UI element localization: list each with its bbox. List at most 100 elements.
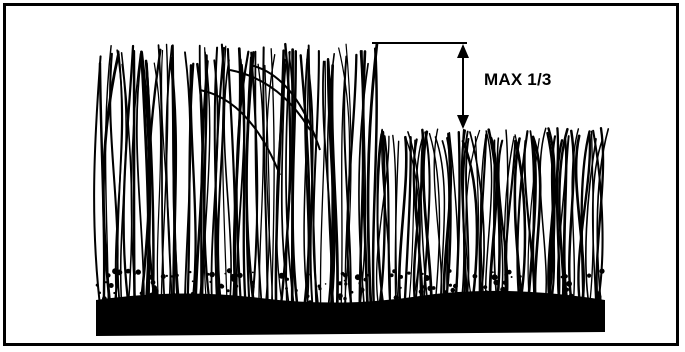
soil-speck <box>224 273 226 275</box>
soil-speck <box>126 269 131 274</box>
grass-blade <box>154 63 160 318</box>
soil-speck <box>252 272 254 274</box>
soil-speck <box>149 293 154 298</box>
soil-speck <box>172 293 175 296</box>
soil-speck <box>490 304 493 307</box>
grass-blade <box>540 128 546 318</box>
soil-speck <box>394 296 397 299</box>
soil-speck <box>286 278 289 281</box>
soil-speck <box>483 285 487 289</box>
soil-speck <box>339 297 342 300</box>
soil-speck <box>338 281 342 285</box>
grass-blade <box>347 55 356 318</box>
soil-speck <box>487 293 489 295</box>
soil-speck <box>361 304 364 307</box>
soil-speck <box>565 288 569 292</box>
arrow-up-icon <box>457 44 469 58</box>
soil-speck <box>446 298 450 302</box>
soil-speck <box>176 274 179 277</box>
soil-speck <box>473 274 478 279</box>
soil-speck <box>189 299 193 303</box>
soil-speck <box>599 269 604 274</box>
soil-speck <box>306 295 309 298</box>
soil-speck <box>333 303 336 306</box>
soil-speck <box>451 288 456 293</box>
soil-speck <box>344 282 347 285</box>
soil-speck <box>105 304 108 307</box>
max-cut-dimension <box>372 43 469 129</box>
grass-blade <box>191 65 196 318</box>
soil-speck <box>189 271 191 273</box>
soil-speck <box>507 270 512 275</box>
soil-speck <box>475 292 479 296</box>
soil-speck <box>172 299 176 303</box>
soil-speck <box>154 291 158 295</box>
soil-speck <box>358 282 361 285</box>
soil-speck <box>343 273 347 277</box>
soil-speck <box>519 275 521 277</box>
soil-speck <box>355 274 361 280</box>
soil-speck <box>427 286 432 291</box>
soil-speck <box>361 290 363 292</box>
soil-speck <box>419 290 424 295</box>
soil-speck <box>295 289 298 292</box>
soil-speck <box>325 283 327 285</box>
soil-speck <box>134 273 136 275</box>
soil-speck <box>161 274 166 279</box>
soil-speck <box>220 284 223 287</box>
soil-speck <box>285 287 288 290</box>
soil-speck <box>102 296 107 301</box>
soil-speck <box>500 287 506 293</box>
soil-speck <box>405 300 408 303</box>
soil-speck <box>367 274 370 277</box>
soil-speck <box>209 302 211 304</box>
soil-speck <box>209 281 211 283</box>
soil-speck <box>456 304 460 308</box>
soil-speck <box>149 275 154 280</box>
soil-speck <box>511 276 513 278</box>
soil-speck <box>443 290 448 295</box>
soil-speck <box>434 294 438 298</box>
soil-speck <box>568 294 574 300</box>
soil-speck <box>400 287 402 289</box>
soil-speck <box>448 269 452 273</box>
soil-speck <box>207 273 210 276</box>
soil-speck <box>277 303 280 306</box>
soil-speck <box>422 273 424 275</box>
soil-speck <box>596 294 602 300</box>
soil-speck <box>517 304 520 307</box>
soil-speck <box>486 290 488 292</box>
soil-speck <box>324 305 326 307</box>
soil-speck <box>407 272 410 275</box>
soil-speck <box>227 289 230 292</box>
soil-speck <box>343 297 346 300</box>
soil-speck <box>318 287 321 290</box>
soil-speck <box>587 274 591 278</box>
soil-speck <box>344 280 346 282</box>
soil-speck <box>566 281 572 287</box>
arrow-down-icon <box>457 115 469 129</box>
soil-speck <box>98 292 101 295</box>
soil-speck <box>493 280 499 286</box>
soil-speck <box>109 283 114 288</box>
grass-blade <box>313 51 319 318</box>
soil-speck <box>364 278 368 282</box>
soil-speck <box>424 275 430 281</box>
soil-speck <box>192 280 194 282</box>
soil-speck <box>504 273 507 276</box>
soil-speck <box>234 284 238 288</box>
soil-speck <box>390 273 394 277</box>
soil-speck <box>307 273 310 276</box>
soil-speck <box>453 284 458 289</box>
soil-speck <box>96 284 99 287</box>
max-cut-label: MAX 1/3 <box>484 70 552 90</box>
soil-speck <box>113 292 115 294</box>
soil-speck <box>392 269 396 273</box>
soil-speck <box>533 298 535 300</box>
soil-speck <box>140 292 143 295</box>
soil-speck <box>503 281 507 285</box>
soil-speck <box>106 273 110 277</box>
soil-speck <box>105 281 107 283</box>
soil-speck <box>209 272 215 278</box>
